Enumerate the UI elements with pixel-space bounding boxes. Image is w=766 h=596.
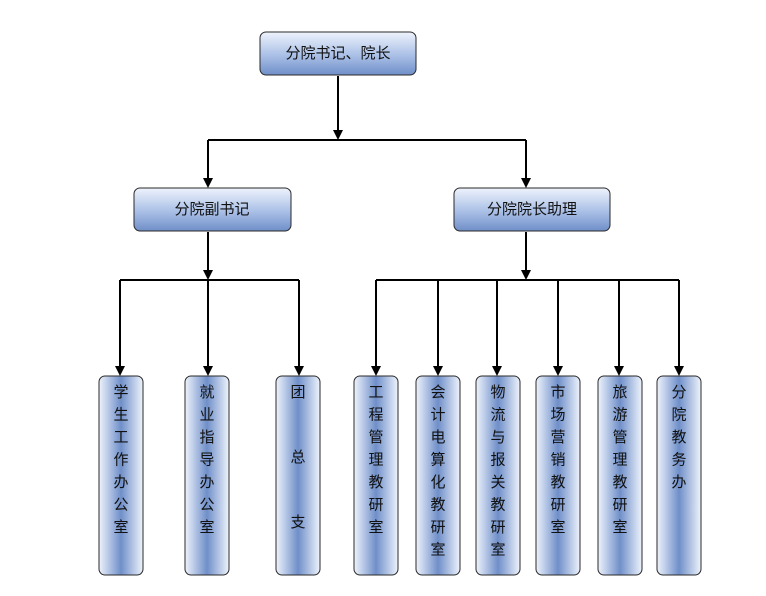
node-marketing-box xyxy=(535,375,581,576)
arrowhead-assistant-trunk xyxy=(521,270,531,280)
node-employment-guidance-label: 就业指导办公室 xyxy=(199,383,214,536)
node-employment-guidance-box xyxy=(184,375,230,576)
node-dean-box xyxy=(259,31,417,76)
node-logistics-customs: 物流与报关教研室 xyxy=(475,375,521,576)
node-dean-label: 分院书记、院长 xyxy=(285,44,390,62)
arrowhead-dean-trunk xyxy=(333,130,343,140)
node-engineering-mgmt: 工程管理教研室 xyxy=(353,375,399,576)
node-marketing: 市场营销教研室 xyxy=(535,375,581,576)
arrowhead-deputy-secretary xyxy=(203,178,213,188)
node-tourism-mgmt-label: 旅游管理教研室 xyxy=(612,383,627,536)
arrowhead-marketing xyxy=(553,366,563,376)
node-academic-affairs-box xyxy=(656,375,702,576)
node-computerized-accounting-label: 会计电算化教研室 xyxy=(430,383,445,559)
node-tourism-mgmt: 旅游管理教研室 xyxy=(597,375,643,576)
node-dean-assistant-box xyxy=(453,187,611,232)
node-marketing-label: 市场营销教研室 xyxy=(550,383,565,536)
node-dean-assistant: 分院院长助理 xyxy=(453,187,611,232)
node-dean: 分院书记、院长 xyxy=(259,31,417,76)
arrowhead-deputy-trunk xyxy=(203,270,213,280)
node-computerized-accounting-box xyxy=(415,375,461,576)
node-dean-assistant-label: 分院院长助理 xyxy=(487,200,577,218)
arrowhead-logistics-customs xyxy=(492,366,502,376)
arrowhead-youth-league xyxy=(294,366,304,376)
node-employment-guidance: 就业指导办公室 xyxy=(184,375,230,576)
node-computerized-accounting: 会计电算化教研室 xyxy=(415,375,461,576)
node-youth-league: 团总支 xyxy=(275,375,321,576)
arrowhead-student-affairs xyxy=(115,366,125,376)
arrowhead-computerized-accounting xyxy=(433,366,443,376)
node-academic-affairs: 分院教务办 xyxy=(656,375,702,576)
arrowhead-dean-assistant xyxy=(521,178,531,188)
node-logistics-customs-box xyxy=(475,375,521,576)
node-deputy-secretary: 分院副书记 xyxy=(133,187,292,232)
arrowhead-academic-affairs xyxy=(674,366,684,376)
node-logistics-customs-label: 物流与报关教研室 xyxy=(490,383,505,559)
arrowhead-engineering-mgmt xyxy=(371,366,381,376)
node-student-affairs-label: 学生工作办公室 xyxy=(113,383,128,536)
arrowhead-tourism-mgmt xyxy=(614,366,624,376)
arrowhead-employment-guidance xyxy=(203,366,213,376)
node-engineering-mgmt-label: 工程管理教研室 xyxy=(368,383,383,536)
node-engineering-mgmt-box xyxy=(353,375,399,576)
connector-lines xyxy=(115,76,684,376)
node-tourism-mgmt-box xyxy=(597,375,643,576)
node-student-affairs-box xyxy=(98,375,144,576)
node-academic-affairs-label: 分院教务办 xyxy=(671,383,686,491)
node-youth-league-box xyxy=(275,375,321,576)
node-student-affairs: 学生工作办公室 xyxy=(98,375,144,576)
node-deputy-secretary-box xyxy=(133,187,292,232)
node-deputy-secretary-label: 分院副书记 xyxy=(174,200,249,218)
node-youth-league-label: 团总支 xyxy=(290,383,305,531)
